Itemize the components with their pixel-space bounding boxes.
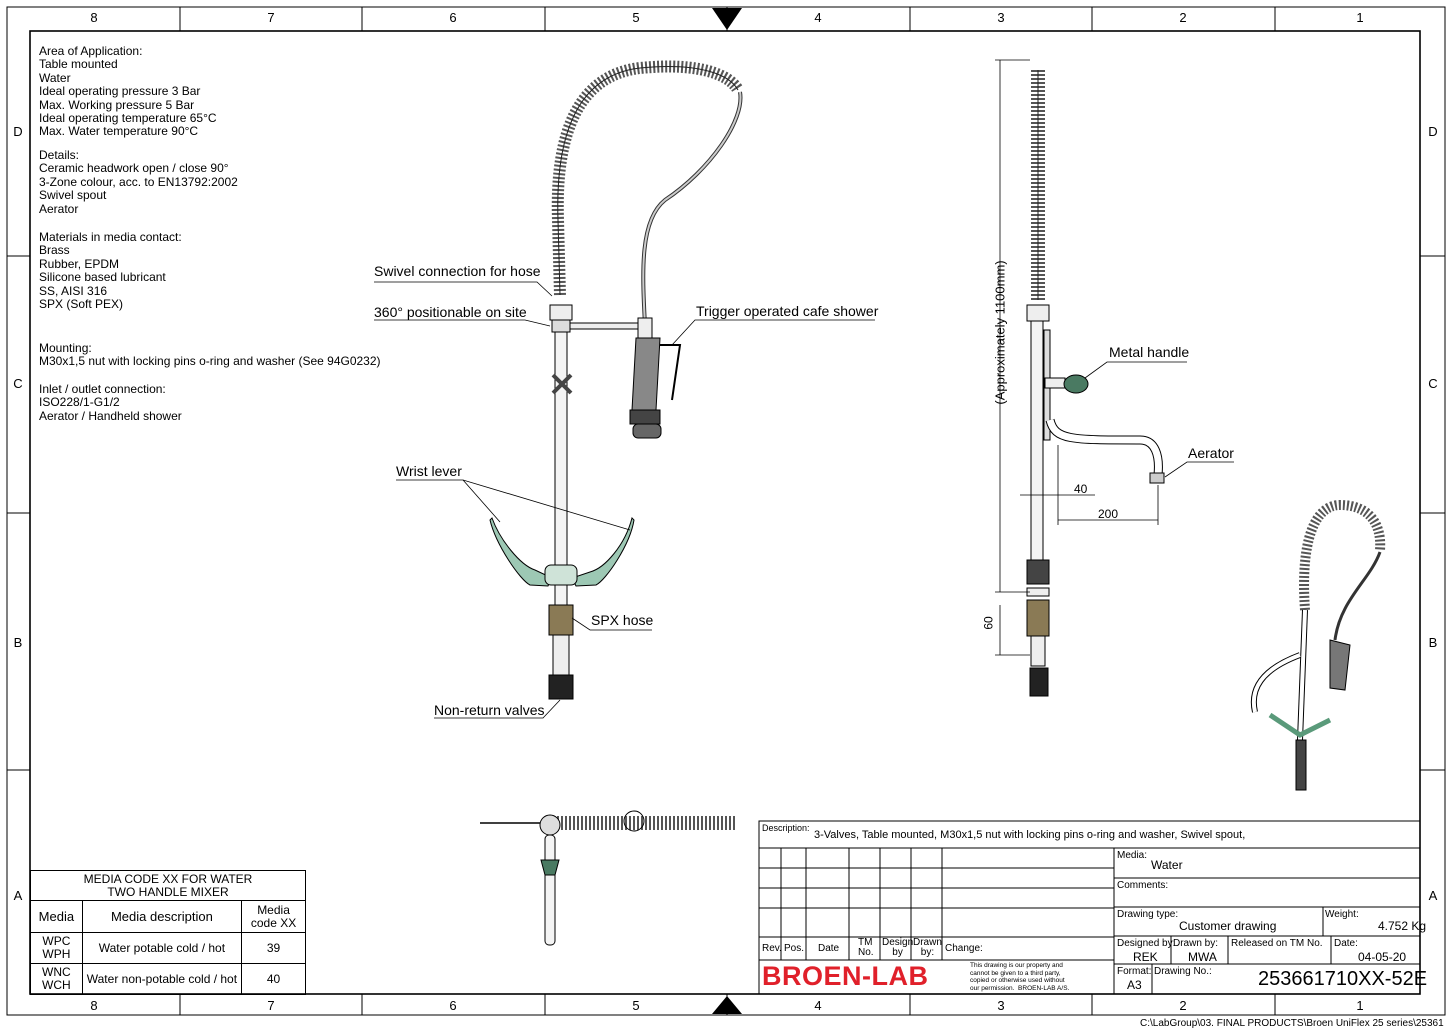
tm-header: TM No.: [858, 937, 874, 958]
callout-metal-handle: Metal handle: [1109, 344, 1190, 360]
col-label: 4: [814, 10, 822, 25]
notes-details: Details: Ceramic headwork open / close 9…: [39, 148, 238, 216]
row-label: D: [1428, 124, 1438, 139]
col-label: 2: [1179, 998, 1187, 1013]
col-label: 6: [449, 998, 457, 1013]
col-label: 8: [90, 10, 98, 25]
callout-spx-hose: SPX hose: [591, 612, 654, 628]
col-label: 1: [1356, 998, 1364, 1013]
notes-mounting: Mounting: M30x1,5 nut with locking pins …: [39, 341, 381, 369]
callout-swivel: Swivel connection for hose: [374, 263, 541, 279]
pos-header: Pos.: [784, 943, 805, 954]
drawn-by-value: MWA: [1188, 950, 1217, 964]
top-view-faucet: [480, 810, 735, 946]
description-value: 3-Valves, Table mounted, M30x1,5 nut wit…: [814, 829, 1246, 841]
media-cell: WNC WCH: [30, 963, 83, 995]
released-label: Released on TM No.: [1231, 938, 1323, 949]
row-label: B: [1428, 635, 1438, 650]
drawing-no-label: Drawing No.:: [1154, 966, 1212, 977]
weight-label: Weight:: [1325, 909, 1359, 920]
dim-height: (Approximately 1100mm): [992, 260, 1008, 405]
file-path: C:\LabGroup\03. FINAL PRODUCTS\Broen Uni…: [1140, 1018, 1444, 1029]
row-label: C: [13, 376, 23, 391]
media-cell: Water non-potable cold / hot: [81, 963, 243, 995]
media-code-table: MEDIA CODE XX FOR WATER TWO HANDLE MIXER…: [30, 870, 306, 995]
comments-label: Comments:: [1117, 880, 1169, 891]
date-value: 04-05-20: [1358, 950, 1407, 964]
format-value: A3: [1127, 978, 1142, 992]
designed-by-label: Designed by:: [1117, 938, 1176, 949]
design-header: Design by: [882, 937, 914, 958]
callout-wrist-lever: Wrist lever: [396, 463, 462, 479]
col-label: 1: [1356, 10, 1364, 25]
media-header: Media: [30, 900, 83, 933]
col-label: 4: [814, 998, 822, 1013]
notes-inlet: Inlet / outlet connection: ISO228/1-G1/2…: [39, 382, 182, 423]
dim-200: 200: [1098, 507, 1119, 521]
media-cell: Water potable cold / hot: [81, 932, 243, 964]
row-label: D: [13, 124, 23, 139]
col-label: 7: [267, 998, 275, 1013]
drawing-type-value: Customer drawing: [1179, 919, 1277, 933]
media-table-subtitle: TWO HANDLE MIXER: [107, 884, 229, 899]
property-note: This drawing is our property and cannot …: [970, 962, 1070, 992]
col-label: 2: [1179, 10, 1187, 25]
media-cell: 40: [241, 963, 306, 995]
rev-header: Rev.: [762, 943, 782, 954]
table-row: WPC WPH Water potable cold / hot 39: [30, 932, 306, 964]
col-label: 3: [997, 10, 1005, 25]
table-row: WNC WCH Water non-potable cold / hot 40: [30, 963, 306, 995]
row-label: B: [13, 635, 23, 650]
col-label: 3: [997, 998, 1005, 1013]
media-code-header: Media code XX: [241, 900, 306, 933]
date-label: Date:: [1334, 938, 1358, 949]
drawing-type-label: Drawing type:: [1117, 909, 1179, 920]
description-label: Description:: [762, 823, 810, 833]
row-label: A: [1428, 888, 1438, 903]
media-description-header: Media description: [81, 900, 243, 933]
weight-value: 4.752 Kg: [1378, 919, 1427, 933]
front-view-faucet: [489, 60, 744, 700]
drawing-no-value: 253661710XX-52E: [1258, 968, 1428, 990]
drawn-header: Drawn by:: [913, 937, 942, 958]
callout-positionable: 360° positionable on site: [374, 304, 527, 320]
notes-application: Area of Application: Table mounted Water…: [39, 44, 217, 139]
broen-lab-logo: BROEN-LAB: [762, 961, 929, 991]
row-label: C: [1428, 376, 1438, 391]
media-table-title: MEDIA CODE XX FOR WATER: [83, 871, 253, 886]
row-label: A: [13, 888, 23, 903]
change-header: Change:: [945, 943, 983, 954]
dim-60: 60: [981, 616, 996, 630]
col-label: 6: [449, 10, 457, 25]
col-label: 7: [267, 10, 275, 25]
callout-trigger: Trigger operated cafe shower: [696, 303, 879, 319]
col-label: 5: [632, 10, 640, 25]
dim-40: 40: [1074, 482, 1088, 496]
media-value: Water: [1151, 858, 1183, 872]
media-cell: 39: [241, 932, 306, 964]
iso-view-faucet: [1250, 499, 1386, 791]
side-view-faucet: [995, 59, 1165, 697]
media-label: Media:: [1117, 850, 1148, 861]
media-cell: WPC WPH: [30, 932, 83, 964]
date-header: Date: [818, 943, 840, 954]
format-label: Format:: [1117, 966, 1152, 977]
designed-by-value: REK: [1133, 950, 1158, 964]
callout-aerator: Aerator: [1188, 445, 1234, 461]
notes-materials: Materials in media contact: Brass Rubber…: [39, 230, 182, 312]
col-label: 5: [632, 998, 640, 1013]
drawn-by-label: Drawn by:: [1173, 938, 1219, 949]
callout-non-return: Non-return valves: [434, 702, 545, 718]
col-label: 8: [90, 998, 98, 1013]
